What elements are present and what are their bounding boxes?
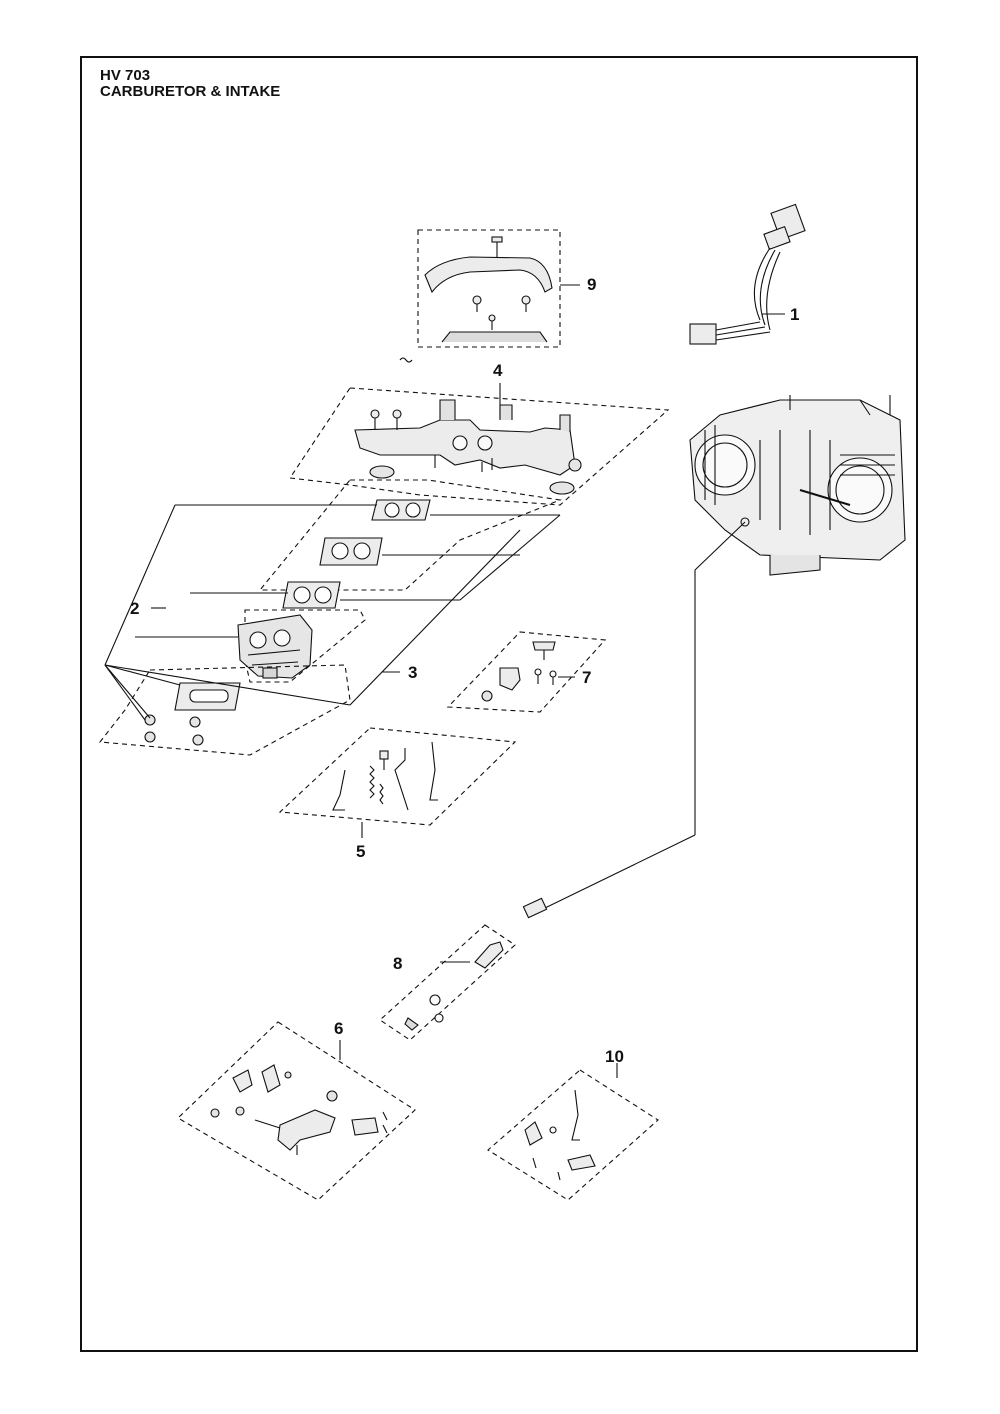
gasket-upper	[371, 499, 431, 521]
group-8-shaft-kit	[379, 924, 516, 1041]
group-7-bracket-kit	[446, 631, 607, 713]
part-1-wiring-harness	[689, 203, 806, 345]
gasket-middle	[319, 537, 383, 566]
callout-7: 7	[582, 668, 591, 687]
callout-6: 6	[334, 1019, 343, 1038]
base-gasket	[174, 682, 241, 711]
group-4-intake-manifold	[289, 383, 670, 506]
group-10-throttle-linkage	[487, 1063, 659, 1201]
cover-bolt	[491, 236, 503, 258]
gasket-stack	[258, 479, 563, 609]
cover-base-bracket	[441, 331, 548, 343]
assembly-leader-lines	[104, 504, 561, 721]
callout-8: 8	[393, 954, 402, 973]
mounting-nuts	[144, 714, 204, 746]
section-label: CARBURETOR & INTAKE	[100, 83, 281, 100]
group-5-linkage-springs	[278, 727, 517, 838]
group-6-lever-kit	[177, 1021, 416, 1201]
callout-9: 9	[587, 275, 596, 294]
small-spring	[399, 357, 413, 363]
callout-labels: 1 2 3 4 5 6 7 8 9 10	[130, 275, 799, 1066]
callout-1: 1	[790, 305, 799, 324]
callout-2: 2	[130, 599, 139, 618]
engine-block	[689, 395, 906, 576]
group-9-cover-kit	[417, 229, 580, 348]
callout-4: 4	[493, 361, 503, 380]
group-3-base-kit	[98, 664, 351, 756]
callout-10: 10	[605, 1047, 624, 1066]
cover-plate	[424, 256, 553, 294]
fuel-fitting-leader	[522, 521, 746, 919]
callout-3: 3	[408, 663, 417, 682]
cover-screws	[472, 295, 531, 330]
group-2-carburetor	[237, 609, 366, 683]
gasket-lower	[282, 581, 341, 609]
callout-5: 5	[356, 842, 365, 861]
model-label: HV 703	[100, 67, 151, 84]
carburetor	[237, 614, 313, 679]
diagram-title: HV 703 CARBURETOR & INTAKE	[100, 68, 280, 100]
drawing-frame	[80, 56, 918, 1352]
